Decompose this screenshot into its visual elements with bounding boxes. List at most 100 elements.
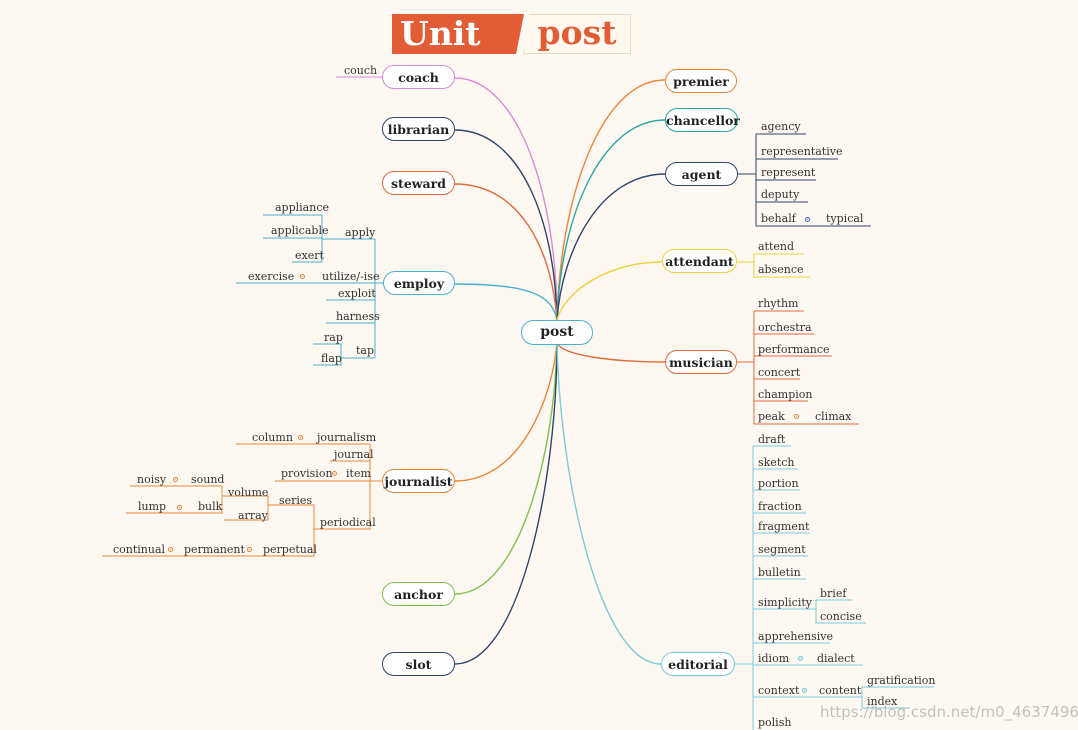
link-dot-icon bbox=[173, 477, 178, 482]
word-representative: representative bbox=[761, 145, 843, 158]
branch-node-slot[interactable]: slot bbox=[382, 652, 455, 676]
center-node-post[interactable]: post bbox=[521, 320, 593, 345]
word-portion: portion bbox=[758, 477, 799, 490]
word-continual: continual bbox=[113, 543, 166, 556]
branch-node-employ[interactable]: employ bbox=[383, 271, 455, 295]
word-sound: sound bbox=[191, 473, 225, 486]
word-attend: attend bbox=[758, 240, 795, 253]
link-dot-icon bbox=[247, 547, 252, 552]
link-dot-icon bbox=[794, 414, 799, 419]
word-periodical: periodical bbox=[320, 516, 376, 529]
word-bulletin: bulletin bbox=[758, 566, 801, 579]
branch-node-chancellor[interactable]: chancellor bbox=[665, 108, 740, 132]
word-content: content bbox=[819, 684, 862, 697]
word-deputy: deputy bbox=[761, 188, 800, 201]
word-sketch: sketch bbox=[758, 456, 795, 469]
word-peak: peak bbox=[758, 410, 785, 423]
word-series: series bbox=[279, 494, 313, 507]
word-perpetual: perpetual bbox=[263, 543, 317, 556]
word-simplicity: simplicity bbox=[758, 596, 812, 609]
word-polish: polish bbox=[758, 716, 792, 729]
link-dot-icon bbox=[300, 274, 305, 279]
watermark-url: https://blog.csdn.net/m0_46374969 bbox=[820, 703, 1078, 721]
link-dot-icon bbox=[805, 217, 810, 222]
word-journalism: journalism bbox=[317, 431, 377, 444]
word-fraction: fraction bbox=[758, 500, 802, 513]
word-exercise: exercise bbox=[248, 270, 295, 283]
word-agency: agency bbox=[761, 120, 801, 133]
word-bulk: bulk bbox=[198, 500, 223, 513]
word-volume: volume bbox=[228, 486, 269, 499]
word-concert: concert bbox=[758, 366, 801, 379]
word-flap: flap bbox=[321, 352, 342, 365]
link-dot-icon bbox=[332, 471, 337, 476]
word-idiom: idiom bbox=[758, 652, 790, 665]
word-fragment: fragment bbox=[758, 520, 810, 533]
word-absence: absence bbox=[758, 263, 804, 276]
branch-node-librarian[interactable]: librarian bbox=[382, 117, 455, 141]
word-noisy: noisy bbox=[137, 473, 167, 486]
word-applicable: applicable bbox=[271, 224, 329, 237]
word-lump: lump bbox=[138, 500, 167, 513]
word-appliance: appliance bbox=[275, 201, 329, 214]
word-exert: exert bbox=[295, 249, 324, 262]
word-permanent: permanent bbox=[184, 543, 245, 556]
curve-steward bbox=[454, 183, 558, 321]
word-draft: draft bbox=[758, 433, 786, 446]
word-champion: champion bbox=[758, 388, 813, 401]
word-harness: harness bbox=[336, 310, 380, 323]
word-item: item bbox=[346, 467, 371, 480]
word-column: column bbox=[252, 431, 293, 444]
branch-node-attendant[interactable]: attendant bbox=[662, 249, 737, 273]
word-provision: provision bbox=[281, 467, 333, 480]
curve-slot bbox=[454, 342, 558, 665]
curve-attendant bbox=[556, 261, 663, 321]
word-orchestra: orchestra bbox=[758, 321, 812, 334]
word-apply: apply bbox=[345, 226, 376, 239]
curve-journalist bbox=[454, 342, 558, 482]
branch-node-coach[interactable]: coach bbox=[382, 65, 455, 89]
word-rhythm: rhythm bbox=[758, 297, 799, 310]
word-concise: concise bbox=[820, 610, 862, 623]
word-tap: tap bbox=[356, 344, 375, 357]
branch-node-anchor[interactable]: anchor bbox=[382, 582, 455, 606]
curve-editorial bbox=[556, 342, 662, 665]
curve-anchor bbox=[454, 342, 558, 595]
title-word-label: post bbox=[523, 14, 631, 54]
branch-node-musician[interactable]: musician bbox=[665, 350, 737, 374]
link-dot-icon bbox=[177, 505, 182, 510]
word-apprehensive: apprehensive bbox=[758, 630, 833, 643]
word-exploit: exploit bbox=[338, 287, 376, 300]
word-rap: rap bbox=[324, 331, 343, 344]
curve-musician bbox=[556, 342, 666, 363]
word-journal: journal bbox=[334, 448, 374, 461]
branch-node-premier[interactable]: premier bbox=[665, 69, 737, 93]
word-typical: typical bbox=[826, 212, 864, 225]
word-climax: climax bbox=[815, 410, 852, 423]
word-behalf: behalf bbox=[761, 212, 796, 225]
curve-premier bbox=[556, 79, 666, 321]
curve-chancellor bbox=[556, 119, 666, 321]
word-performance: performance bbox=[758, 343, 830, 356]
word-brief: brief bbox=[820, 587, 847, 600]
word-couch: couch bbox=[344, 64, 378, 77]
branch-node-journalist[interactable]: journalist bbox=[382, 469, 455, 493]
word-represent: represent bbox=[761, 166, 816, 179]
word-array: array bbox=[238, 509, 268, 522]
branch-node-editorial[interactable]: editorial bbox=[661, 652, 735, 676]
word-utilize: utilize/-ise bbox=[322, 270, 380, 283]
link-dot-icon bbox=[798, 656, 803, 661]
word-context: context bbox=[758, 684, 800, 697]
link-dot-icon bbox=[168, 547, 173, 552]
branch-node-steward[interactable]: steward bbox=[382, 171, 455, 195]
title-unit-label: Unit 32 bbox=[392, 14, 524, 54]
word-dialect: dialect bbox=[817, 652, 855, 665]
curve-coach bbox=[454, 77, 558, 321]
link-dot-icon bbox=[802, 688, 807, 693]
curve-librarian bbox=[454, 129, 558, 321]
link-dot-icon bbox=[298, 435, 303, 440]
word-segment: segment bbox=[758, 543, 806, 556]
curve-agent bbox=[556, 173, 666, 321]
branch-node-agent[interactable]: agent bbox=[665, 162, 738, 186]
